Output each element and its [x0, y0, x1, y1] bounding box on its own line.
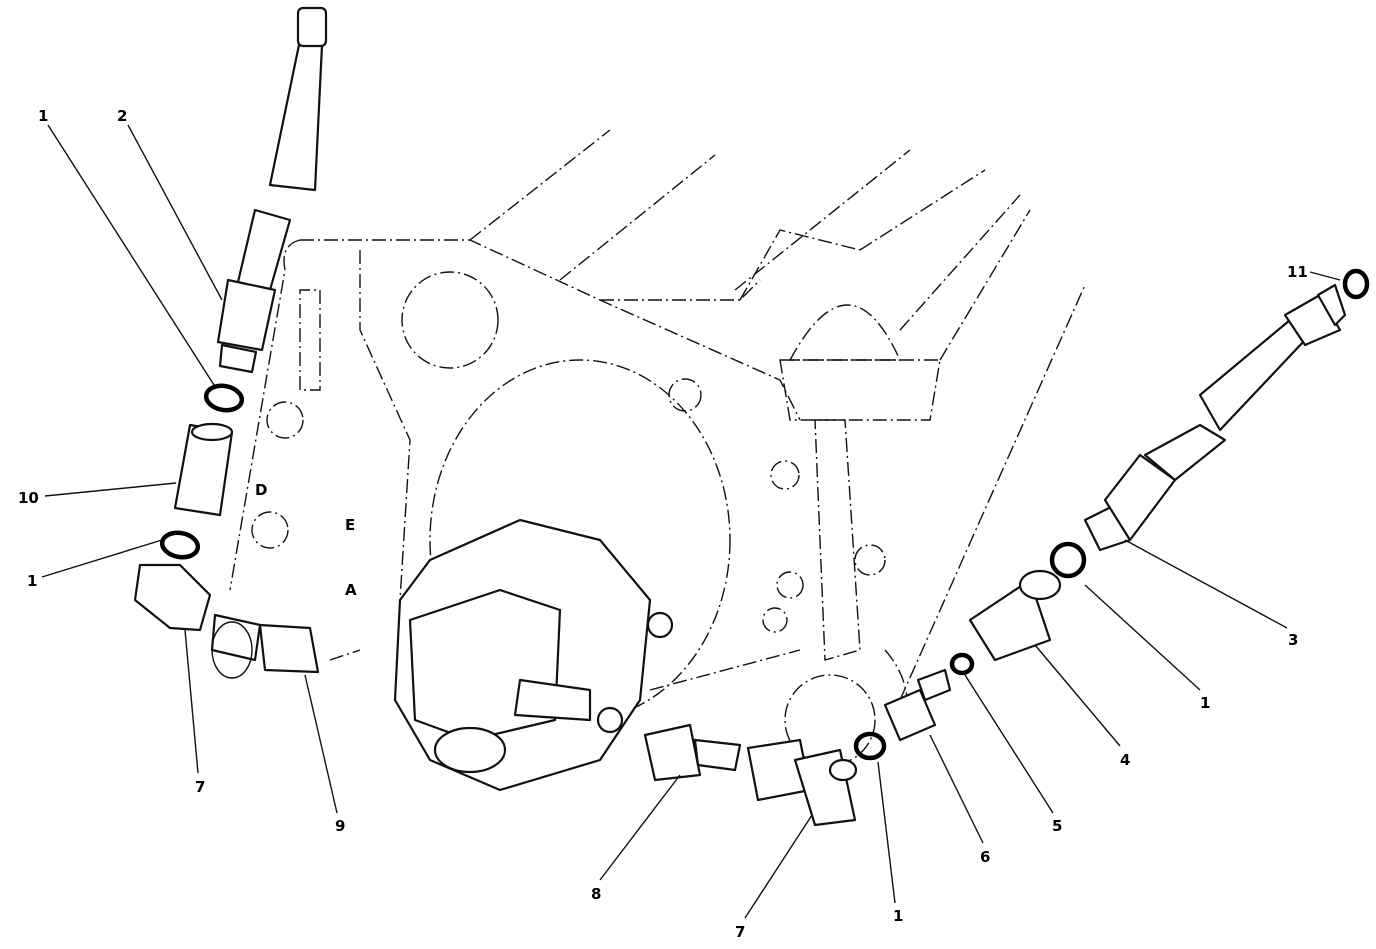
o-ring [203, 383, 245, 413]
callout-1: 1 [27, 572, 37, 590]
leader-lines [41, 124, 1341, 919]
callout-8: 8 [591, 885, 601, 903]
plate-marking: D [255, 481, 267, 499]
callout-9: 9 [335, 817, 345, 835]
callout-6: 6 [980, 848, 990, 866]
plate-marking: A [345, 581, 357, 599]
callout-1: 1 [893, 907, 903, 925]
right-fuel-line [968, 268, 1370, 662]
plate-marking: E [345, 516, 355, 534]
callout-11: 11 [1287, 263, 1308, 281]
callout-4: 4 [1120, 751, 1130, 769]
callout-2: 2 [117, 107, 127, 125]
callout-1: 1 [38, 107, 48, 125]
callouts: 1 2 10 1 7 9 8 7 1 6 5 4 1 3 11 [18, 107, 1308, 941]
center-fittings [643, 652, 975, 827]
callout-7: 7 [735, 923, 745, 941]
callout-10: 10 [18, 489, 39, 507]
pump-assembly [393, 518, 674, 792]
left-fuel-line [133, 6, 328, 679]
callout-5: 5 [1052, 817, 1062, 835]
callout-7: 7 [195, 778, 205, 796]
callout-3: 3 [1288, 631, 1298, 649]
callout-1: 1 [1200, 694, 1210, 712]
engine-phantom-structure [229, 129, 1086, 766]
